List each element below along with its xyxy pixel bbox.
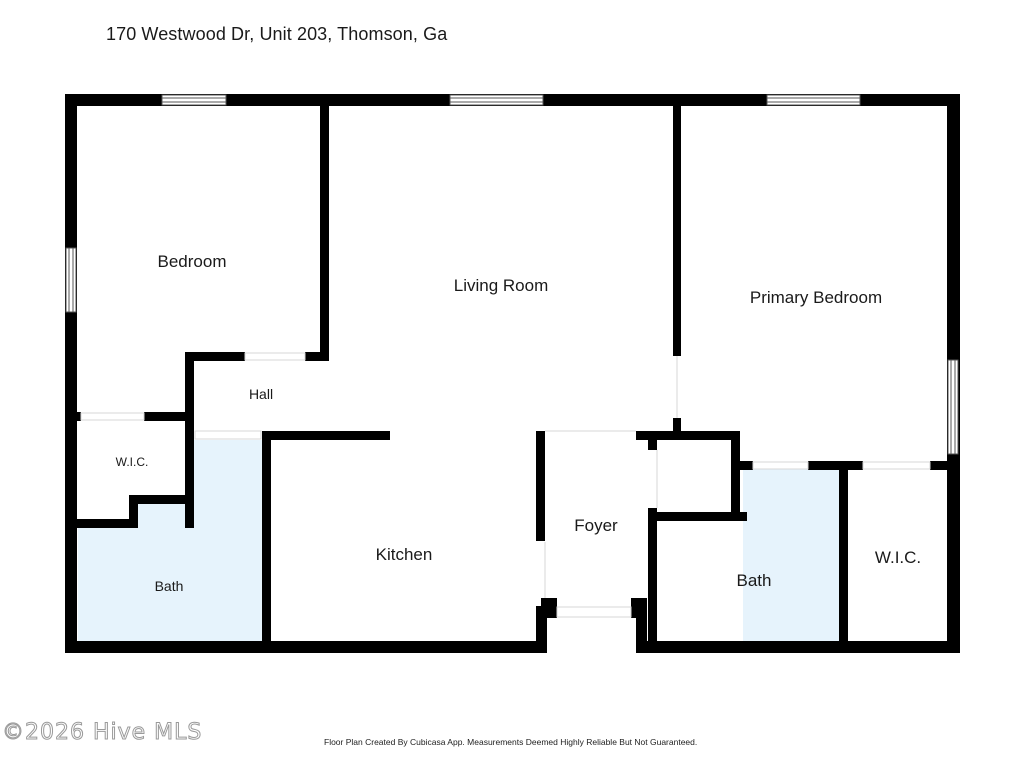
window-primary-right — [947, 359, 959, 455]
wall-wic-step-top — [129, 495, 193, 504]
wall-closet-left — [648, 440, 657, 450]
address-title: 170 Westwood Dr, Unit 203, Thomson, Ga — [106, 24, 448, 44]
wall-left — [65, 94, 77, 653]
window-bedroom-top — [161, 94, 227, 106]
room-label-wic-left: W.I.C. — [116, 455, 149, 469]
wall-living-primary-lower — [673, 418, 681, 436]
wall-bedroom-bottom-right — [305, 352, 329, 361]
room-label-living-room: Living Room — [454, 276, 549, 295]
room-label-hall: Hall — [249, 386, 273, 402]
wall-kitchen-left — [262, 431, 271, 646]
wall-hall-left-lower — [185, 420, 194, 528]
room-label-bedroom: Bedroom — [158, 252, 227, 271]
bath-fills — [78, 440, 839, 641]
windows — [65, 94, 959, 455]
wall-closet-right — [731, 431, 740, 519]
wall-wic-top-right — [930, 461, 950, 470]
wall-wic-step-h — [77, 519, 137, 528]
wall-entry-nib-right — [631, 598, 647, 618]
room-label-wic-right: W.I.C. — [875, 548, 921, 567]
wall-entry-stub-left — [536, 606, 547, 653]
footer-note: Floor Plan Created By Cubicasa App. Meas… — [324, 737, 698, 747]
wall-bath-wic-divider — [839, 461, 848, 646]
window-living-top — [449, 94, 544, 106]
room-label-primary-bedroom: Primary Bedroom — [750, 288, 882, 307]
wall-bedroom-bottom-left — [185, 352, 245, 361]
wall-wic-top — [144, 412, 193, 421]
watermark: ©2026 Hive MLS — [1, 720, 203, 746]
wall-entry-nib-left — [541, 598, 557, 618]
wall-bath-top-stub — [737, 461, 753, 470]
window-bedroom-left — [65, 247, 77, 313]
door-openings — [80, 352, 931, 618]
walls — [65, 94, 960, 653]
wall-bedroom-living — [320, 103, 329, 358]
wall-foyer-top-right — [636, 431, 737, 440]
room-label-kitchen: Kitchen — [376, 545, 433, 564]
wall-bath-left — [648, 508, 657, 653]
room-label-bath-left: Bath — [155, 578, 184, 594]
wall-living-primary — [673, 103, 681, 356]
wall-bath-top-left — [648, 512, 747, 521]
room-label-foyer: Foyer — [574, 516, 618, 535]
room-labels: Bedroom Living Room Primary Bedroom Hall… — [116, 252, 921, 594]
room-label-bath-right: Bath — [737, 571, 772, 590]
wall-foyer-left-upper — [536, 431, 545, 541]
wall-bath-wic-top — [808, 461, 863, 470]
bath-right-fill — [743, 469, 839, 641]
window-primary-top — [766, 94, 861, 106]
wall-wic-top-stub — [77, 412, 81, 421]
wall-kitchen-top — [262, 431, 390, 440]
wall-wic-step-v — [129, 495, 138, 528]
wall-hall-left — [185, 352, 194, 428]
wall-bottom-left — [65, 641, 547, 653]
bath-left-fill — [78, 440, 262, 641]
wall-entry-stub-right — [636, 606, 647, 653]
wall-bottom-right — [646, 641, 960, 653]
